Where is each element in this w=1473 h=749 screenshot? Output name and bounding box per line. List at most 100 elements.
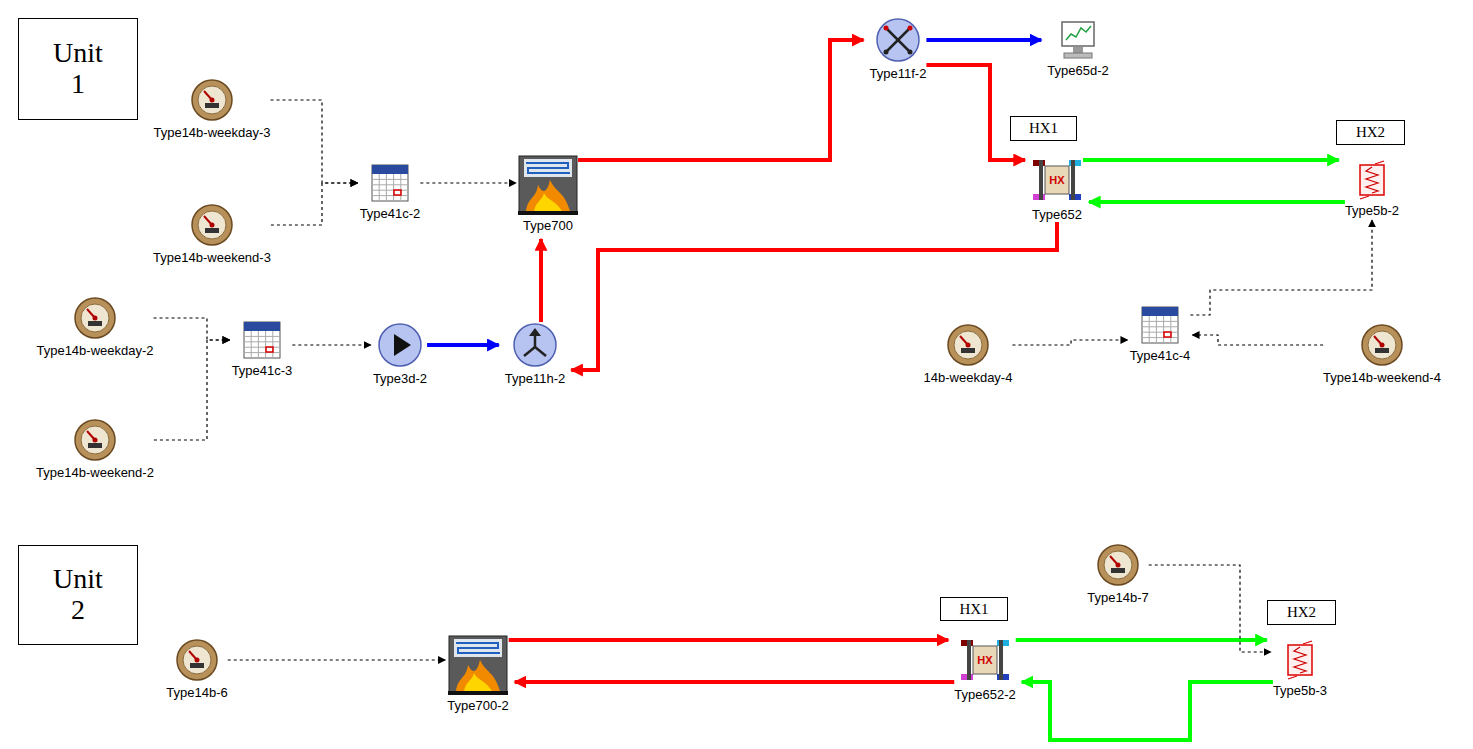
mixer-arrow: [534, 335, 537, 347]
mixer-arrow: [535, 347, 546, 356]
meter-dial: [1104, 551, 1132, 579]
calendar-grid: [1142, 332, 1178, 333]
component-icon: [1140, 305, 1180, 345]
hx-coil: [1366, 167, 1378, 193]
meter-counter: [1111, 568, 1125, 573]
monitor-graph: [1066, 26, 1091, 40]
calendar-page: [244, 322, 280, 358]
meter-body: [948, 325, 988, 365]
meter-body: [192, 80, 232, 120]
tag-box: HX2: [1267, 600, 1336, 625]
component-block: Type11f-2: [870, 17, 927, 81]
boiler-coil: [526, 163, 570, 173]
component-label: Type14b-weekend-3: [153, 250, 271, 265]
control-link: [1012, 340, 1127, 345]
calendar-grid: [1142, 337, 1178, 338]
boiler-tank: [524, 159, 572, 177]
meter-hub: [209, 98, 214, 103]
component-block: Type652: [1031, 156, 1083, 222]
tag-label: HX2: [1287, 604, 1316, 621]
calendar-grid: [386, 174, 387, 201]
component-block: Type65d-2: [1047, 20, 1108, 78]
component-block: Type14b-weekday-2: [36, 296, 153, 358]
meter-counter: [190, 663, 204, 668]
component-block: Type41c-2: [360, 163, 421, 221]
component-icon: [190, 78, 234, 122]
pump-triangle: [394, 334, 411, 356]
component-icon: [1360, 323, 1404, 367]
component-label: Type652: [1032, 207, 1082, 222]
pipe-connector: [1022, 682, 1273, 740]
meter-hub: [195, 658, 200, 663]
hx-frame: [1039, 160, 1043, 200]
tag-box: HX2: [1336, 120, 1405, 145]
component-label: Type700-2: [447, 698, 508, 713]
calendar-page: [372, 165, 408, 201]
component-block: Type700: [518, 155, 578, 233]
pipe-connector: [578, 40, 864, 160]
mixer-arrow: [524, 347, 535, 356]
meter-counter: [205, 228, 219, 233]
diverter-tip: [883, 26, 888, 31]
component-block: Type14b-7: [1087, 543, 1148, 605]
hx-body: [1360, 165, 1384, 195]
hx-core: [973, 646, 997, 674]
component-block: Type3d-2: [373, 322, 427, 386]
component-label: 14b-weekday-4: [924, 370, 1013, 385]
calendar-grid: [244, 347, 280, 348]
boiler-tank: [454, 639, 502, 657]
meter-hub: [210, 223, 215, 228]
control-link: [420, 182, 516, 183]
meter-body: [75, 298, 115, 338]
component-block: Type14b-weekend-2: [36, 418, 154, 480]
calendar-grid: [1142, 321, 1178, 322]
component-label: Type5b-3: [1273, 683, 1327, 698]
pipe-connector: [1083, 158, 1339, 162]
meter-hub: [93, 438, 98, 443]
component-label: Type14b-weekday-3: [153, 125, 270, 140]
component-icon: [518, 155, 578, 215]
meter-hub: [92, 316, 97, 321]
calendar-grid: [400, 174, 401, 201]
component-label: Type41c-3: [232, 363, 293, 378]
control-link: [154, 340, 230, 440]
component-icon: [73, 418, 117, 462]
calendar-grid: [372, 184, 408, 185]
calendar-grid: [265, 331, 266, 358]
hx-core: [1045, 166, 1069, 194]
calendar-grid: [244, 341, 280, 342]
component-icon: [448, 635, 508, 695]
hx-arrow: [1288, 676, 1297, 679]
calendar-grid: [1156, 316, 1157, 343]
calendar-grid: [372, 179, 408, 180]
diverter-tip: [907, 50, 912, 55]
tag-label: HX1: [1029, 120, 1058, 137]
hx-frame: [967, 640, 971, 680]
control-link: [271, 100, 358, 183]
boiler-flame: [526, 180, 570, 211]
component-block: Type14b-weekend-4: [1323, 323, 1441, 385]
control-link: [228, 659, 446, 660]
diverter-arrow: [886, 28, 898, 40]
control-link: [271, 183, 358, 225]
tag-label: HX2: [1356, 124, 1385, 141]
tag-box: HX1: [1010, 116, 1077, 141]
meter-hub: [1380, 343, 1385, 348]
component-block: Type41c-3: [232, 320, 293, 378]
control-link: [1192, 335, 1323, 345]
pipe-connector: [571, 222, 1057, 370]
diverter-arrow: [898, 40, 910, 52]
valve-body: [514, 324, 556, 366]
component-icon: [1060, 20, 1096, 60]
component-label: Type41c-4: [1130, 348, 1191, 363]
component-icon: [946, 323, 990, 367]
component-block: Type41c-4: [1130, 305, 1191, 363]
component-block: Type11h-2: [505, 322, 565, 386]
component-label: Type11f-2: [870, 66, 927, 81]
calendar-grid: [379, 174, 380, 201]
pipe-connector: [539, 239, 543, 322]
hx-body: [1288, 645, 1312, 675]
monitor-neck: [1073, 47, 1083, 53]
calendar-grid: [372, 195, 408, 196]
diverter-arrow: [898, 28, 910, 40]
